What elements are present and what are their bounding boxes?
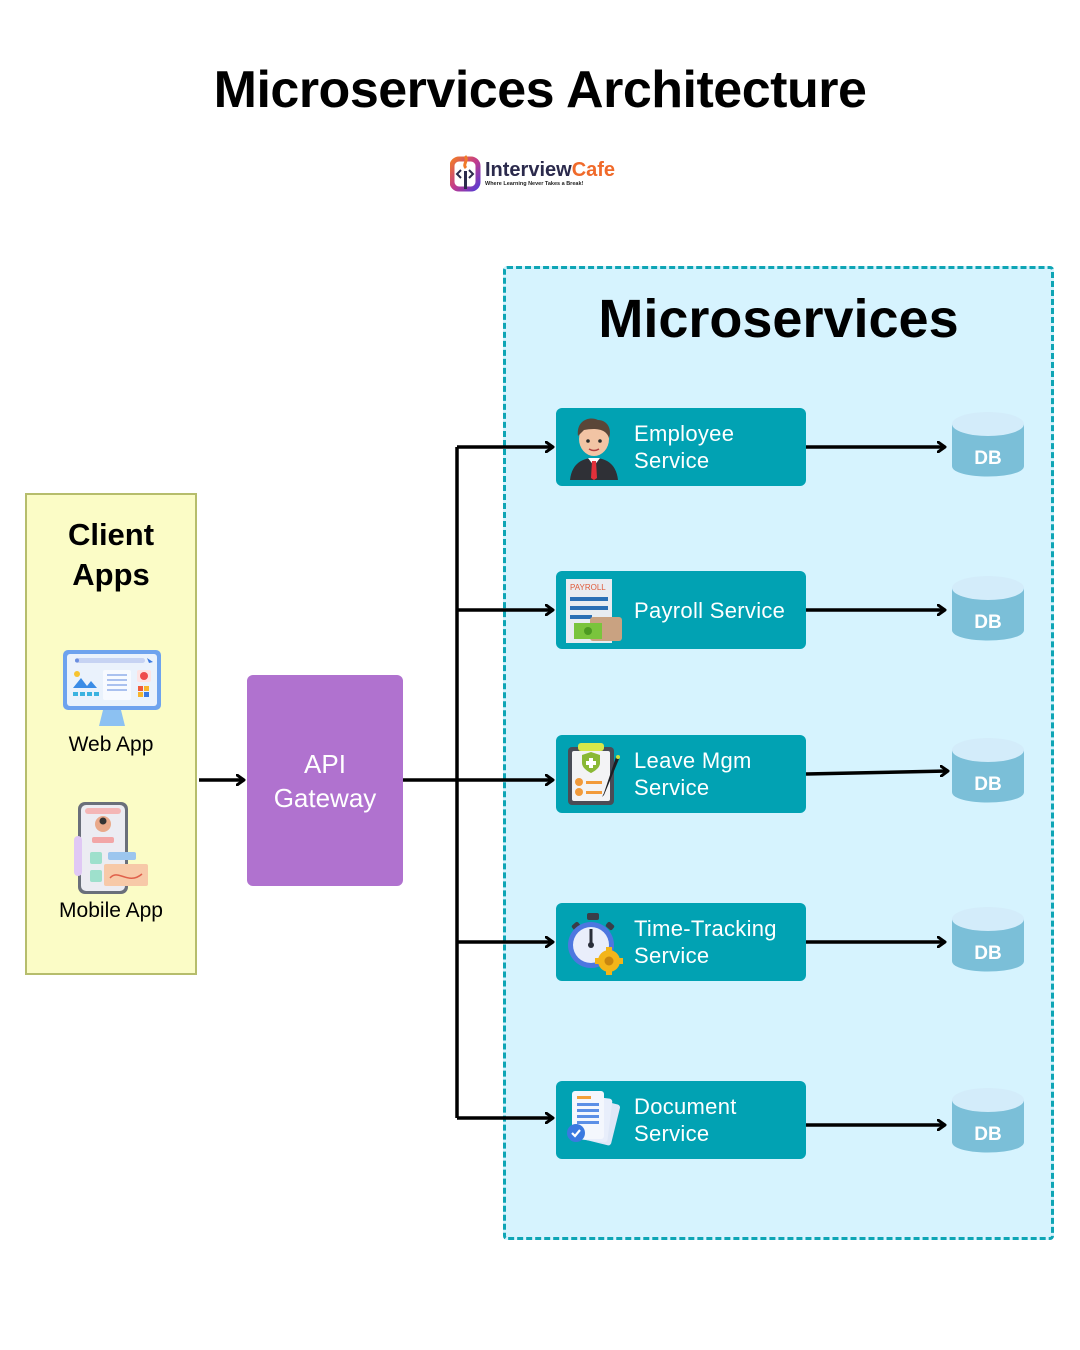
document-database: DB <box>950 1086 1026 1156</box>
employee-avatar-icon <box>564 414 624 480</box>
documents-check-icon <box>564 1087 624 1153</box>
document-service-label-line1: Document <box>634 1094 737 1119</box>
database-cylinder-icon: DB <box>952 1088 1024 1153</box>
payroll-service-label: Payroll Service <box>634 597 786 623</box>
time-tracking-label-line1: Time-Tracking <box>634 916 777 941</box>
mobile-phone-icon <box>72 800 152 896</box>
mobile-app-label: Mobile App <box>59 899 163 922</box>
employee-service: Employee Service <box>556 408 806 486</box>
database-cylinder-icon: DB <box>952 907 1024 972</box>
code-bracket-logo-icon <box>449 153 482 193</box>
time-tracking-service: Time-Tracking Service <box>556 903 806 981</box>
db-label: DB <box>974 448 1001 469</box>
leave-service-label-line1: Leave Mgm <box>634 748 752 773</box>
database-cylinder-icon: DB <box>952 738 1024 803</box>
document-service: Document Service <box>556 1081 806 1159</box>
employee-database: DB <box>950 410 1026 480</box>
time-tracking-database: DB <box>950 905 1026 975</box>
stopwatch-gear-icon <box>564 909 624 975</box>
leave-mgm-service: Leave Mgm Service <box>556 735 806 813</box>
db-label: DB <box>974 612 1001 633</box>
db-label: DB <box>974 943 1001 964</box>
time-tracking-label-line2: Service <box>634 943 710 968</box>
document-service-label-line2: Service <box>634 1121 710 1146</box>
payroll-document-icon: PAYROLL <box>564 577 624 643</box>
monitor-icon <box>61 648 163 730</box>
database-cylinder-icon: DB <box>952 412 1024 477</box>
db-label: DB <box>974 1124 1001 1145</box>
logo-name-part2: Cafe <box>571 158 616 181</box>
employee-service-label-line1: Employee <box>634 421 735 446</box>
svg-text:PAYROLL: PAYROLL <box>570 583 606 592</box>
client-apps-title: Client Apps <box>67 517 155 592</box>
interviewcafe-logo: InterviewCafe Where Learning Never Takes… <box>449 152 616 194</box>
logo-name-part1: Interview <box>485 158 572 181</box>
api-gateway: API Gateway <box>247 675 403 886</box>
payroll-database: DB <box>950 574 1026 644</box>
leave-service-label-line2: Service <box>634 775 710 800</box>
web-app-label: Web App <box>68 733 154 756</box>
clipboard-checklist-icon <box>564 741 624 807</box>
logo-tagline: Where Learning Never Takes a Break! <box>485 180 584 187</box>
leave-database: DB <box>950 736 1026 806</box>
arrow-leave-to-db <box>805 771 948 774</box>
payroll-service: PAYROLL Payroll Service <box>556 571 806 649</box>
database-cylinder-icon: DB <box>952 576 1024 641</box>
page-title: Microservices Architecture <box>213 61 867 119</box>
client-apps-box <box>25 493 197 975</box>
db-label: DB <box>974 774 1001 795</box>
employee-service-label-line2: Service <box>634 448 710 473</box>
microservices-title: Microservices <box>598 289 959 349</box>
